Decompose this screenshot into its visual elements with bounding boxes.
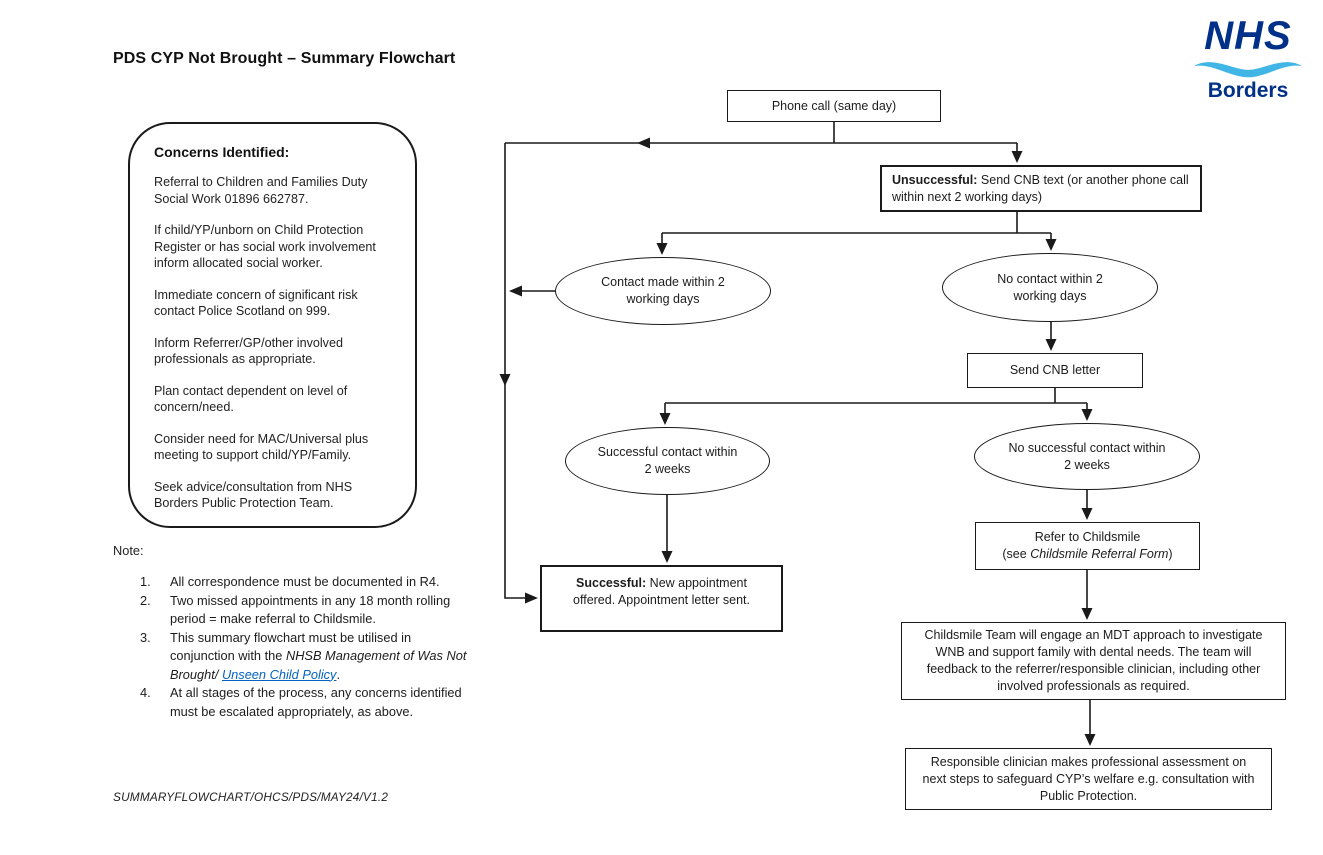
successful-text: New appointment offered. Appointment let… (573, 576, 750, 607)
childsmile-referral-form-italic: Childsmile Referral Form (1030, 547, 1169, 561)
successful-label: Successful: (576, 576, 647, 590)
flow-node-responsible-clinician: Responsible clinician makes professional… (905, 748, 1272, 810)
concerns-heading: Concerns Identified: (154, 144, 290, 160)
note-text: At all stages of the process, any concer… (170, 685, 462, 719)
document-reference: SUMMARYFLOWCHART/OHCS/PDS/MAY24/V1.2 (113, 790, 389, 804)
refer-line2: (see Childsmile Referral Form) (1002, 546, 1172, 563)
note-list: 1. All correspondence must be documented… (140, 573, 470, 721)
contact-made-text: Contact made within 2 working days (601, 275, 725, 306)
concerns-identified-box: Concerns Identified: Referral to Childre… (128, 122, 417, 528)
policy-title-italic: NHSB Management of Was Not Brought/ (170, 648, 467, 682)
note-text: Two missed appointments in any 18 month … (170, 592, 451, 627)
refer-line1: Refer to Childsmile (1034, 530, 1141, 544)
concern-item: Plan contact dependent on level of conce… (154, 383, 348, 415)
concern-item: Consider need for MAC/Universal plus mee… (154, 431, 369, 463)
flow-node-send-cnb-letter: Send CNB letter (967, 353, 1143, 388)
nhs-logotype: NHS (1204, 14, 1292, 58)
unsuccessful-label: Unsuccessful: (892, 173, 978, 187)
flow-node-successful-appointment: Successful: New appointment offered. App… (540, 565, 783, 632)
no-contact-text: No contact within 2 working days (997, 271, 1103, 303)
note-text: All correspondence must be documented in… (170, 574, 440, 589)
note-item: 1. All correspondence must be documented… (140, 573, 470, 592)
concern-item: Referral to Children and Families Duty S… (154, 175, 368, 206)
flow-node-refer-childsmile: Refer to Childsmile (see Childsmile Refe… (975, 522, 1200, 570)
nhs-swoosh-icon (1193, 62, 1303, 78)
note-item: 2. Two missed appointments in any 18 mon… (140, 592, 470, 629)
flow-node-no-successful-contact: No successful contact within 2 weeks (974, 423, 1200, 490)
no-successful-contact-text: No successful contact within 2 weeks (1008, 440, 1166, 472)
note-text-prefix: This summary flowchart must be utilised … (170, 629, 412, 664)
flow-node-contact-made: Contact made within 2 working days (555, 257, 771, 325)
note-number: 2. (140, 592, 151, 608)
note-number: 3. (140, 629, 151, 645)
note-number: 4. (140, 685, 151, 700)
nhs-borders-logo: NHS Borders (1188, 16, 1308, 102)
flow-node-phone-call: Phone call (same day) (727, 90, 941, 122)
note-item: 3. This summary flowchart must be utilis… (140, 629, 470, 685)
note-text-suffix: . (336, 666, 341, 682)
nhs-region-label: Borders (1207, 79, 1289, 102)
note-label: Note: (113, 543, 144, 558)
flow-node-successful-contact: Successful contact within 2 weeks (565, 427, 770, 495)
concern-item: If child/YP/unborn on Child Protection R… (154, 223, 376, 270)
page-title: PDS CYP Not Brought – Summary Flowchart (113, 50, 456, 67)
concern-item: Inform Referrer/GP/other involved profes… (154, 335, 343, 367)
successful-contact-text: Successful contact within 2 weeks (597, 445, 738, 476)
concern-item: Immediate concern of significant risk co… (154, 287, 358, 319)
flow-node-no-contact: No contact within 2 working days (942, 253, 1158, 322)
concern-item: Seek advice/consultation from NHS Border… (154, 479, 353, 511)
refer-line2-post: ) (1168, 547, 1173, 561)
unseen-child-policy-link[interactable]: Unseen Child Policy (221, 666, 337, 682)
note-item: 4. At all stages of the process, any con… (140, 684, 470, 721)
refer-line2-pre: (see (1002, 547, 1031, 561)
note-text: This summary flowchart must be utilised … (170, 629, 470, 685)
flow-node-unsuccessful-cnb-text: Unsuccessful: Send CNB text (or another … (880, 165, 1202, 212)
unsuccessful-text: Send CNB text (or another phone call wit… (892, 173, 1189, 204)
flow-node-childsmile-team: Childsmile Team will engage an MDT appro… (901, 622, 1286, 700)
note-number: 1. (140, 574, 151, 589)
